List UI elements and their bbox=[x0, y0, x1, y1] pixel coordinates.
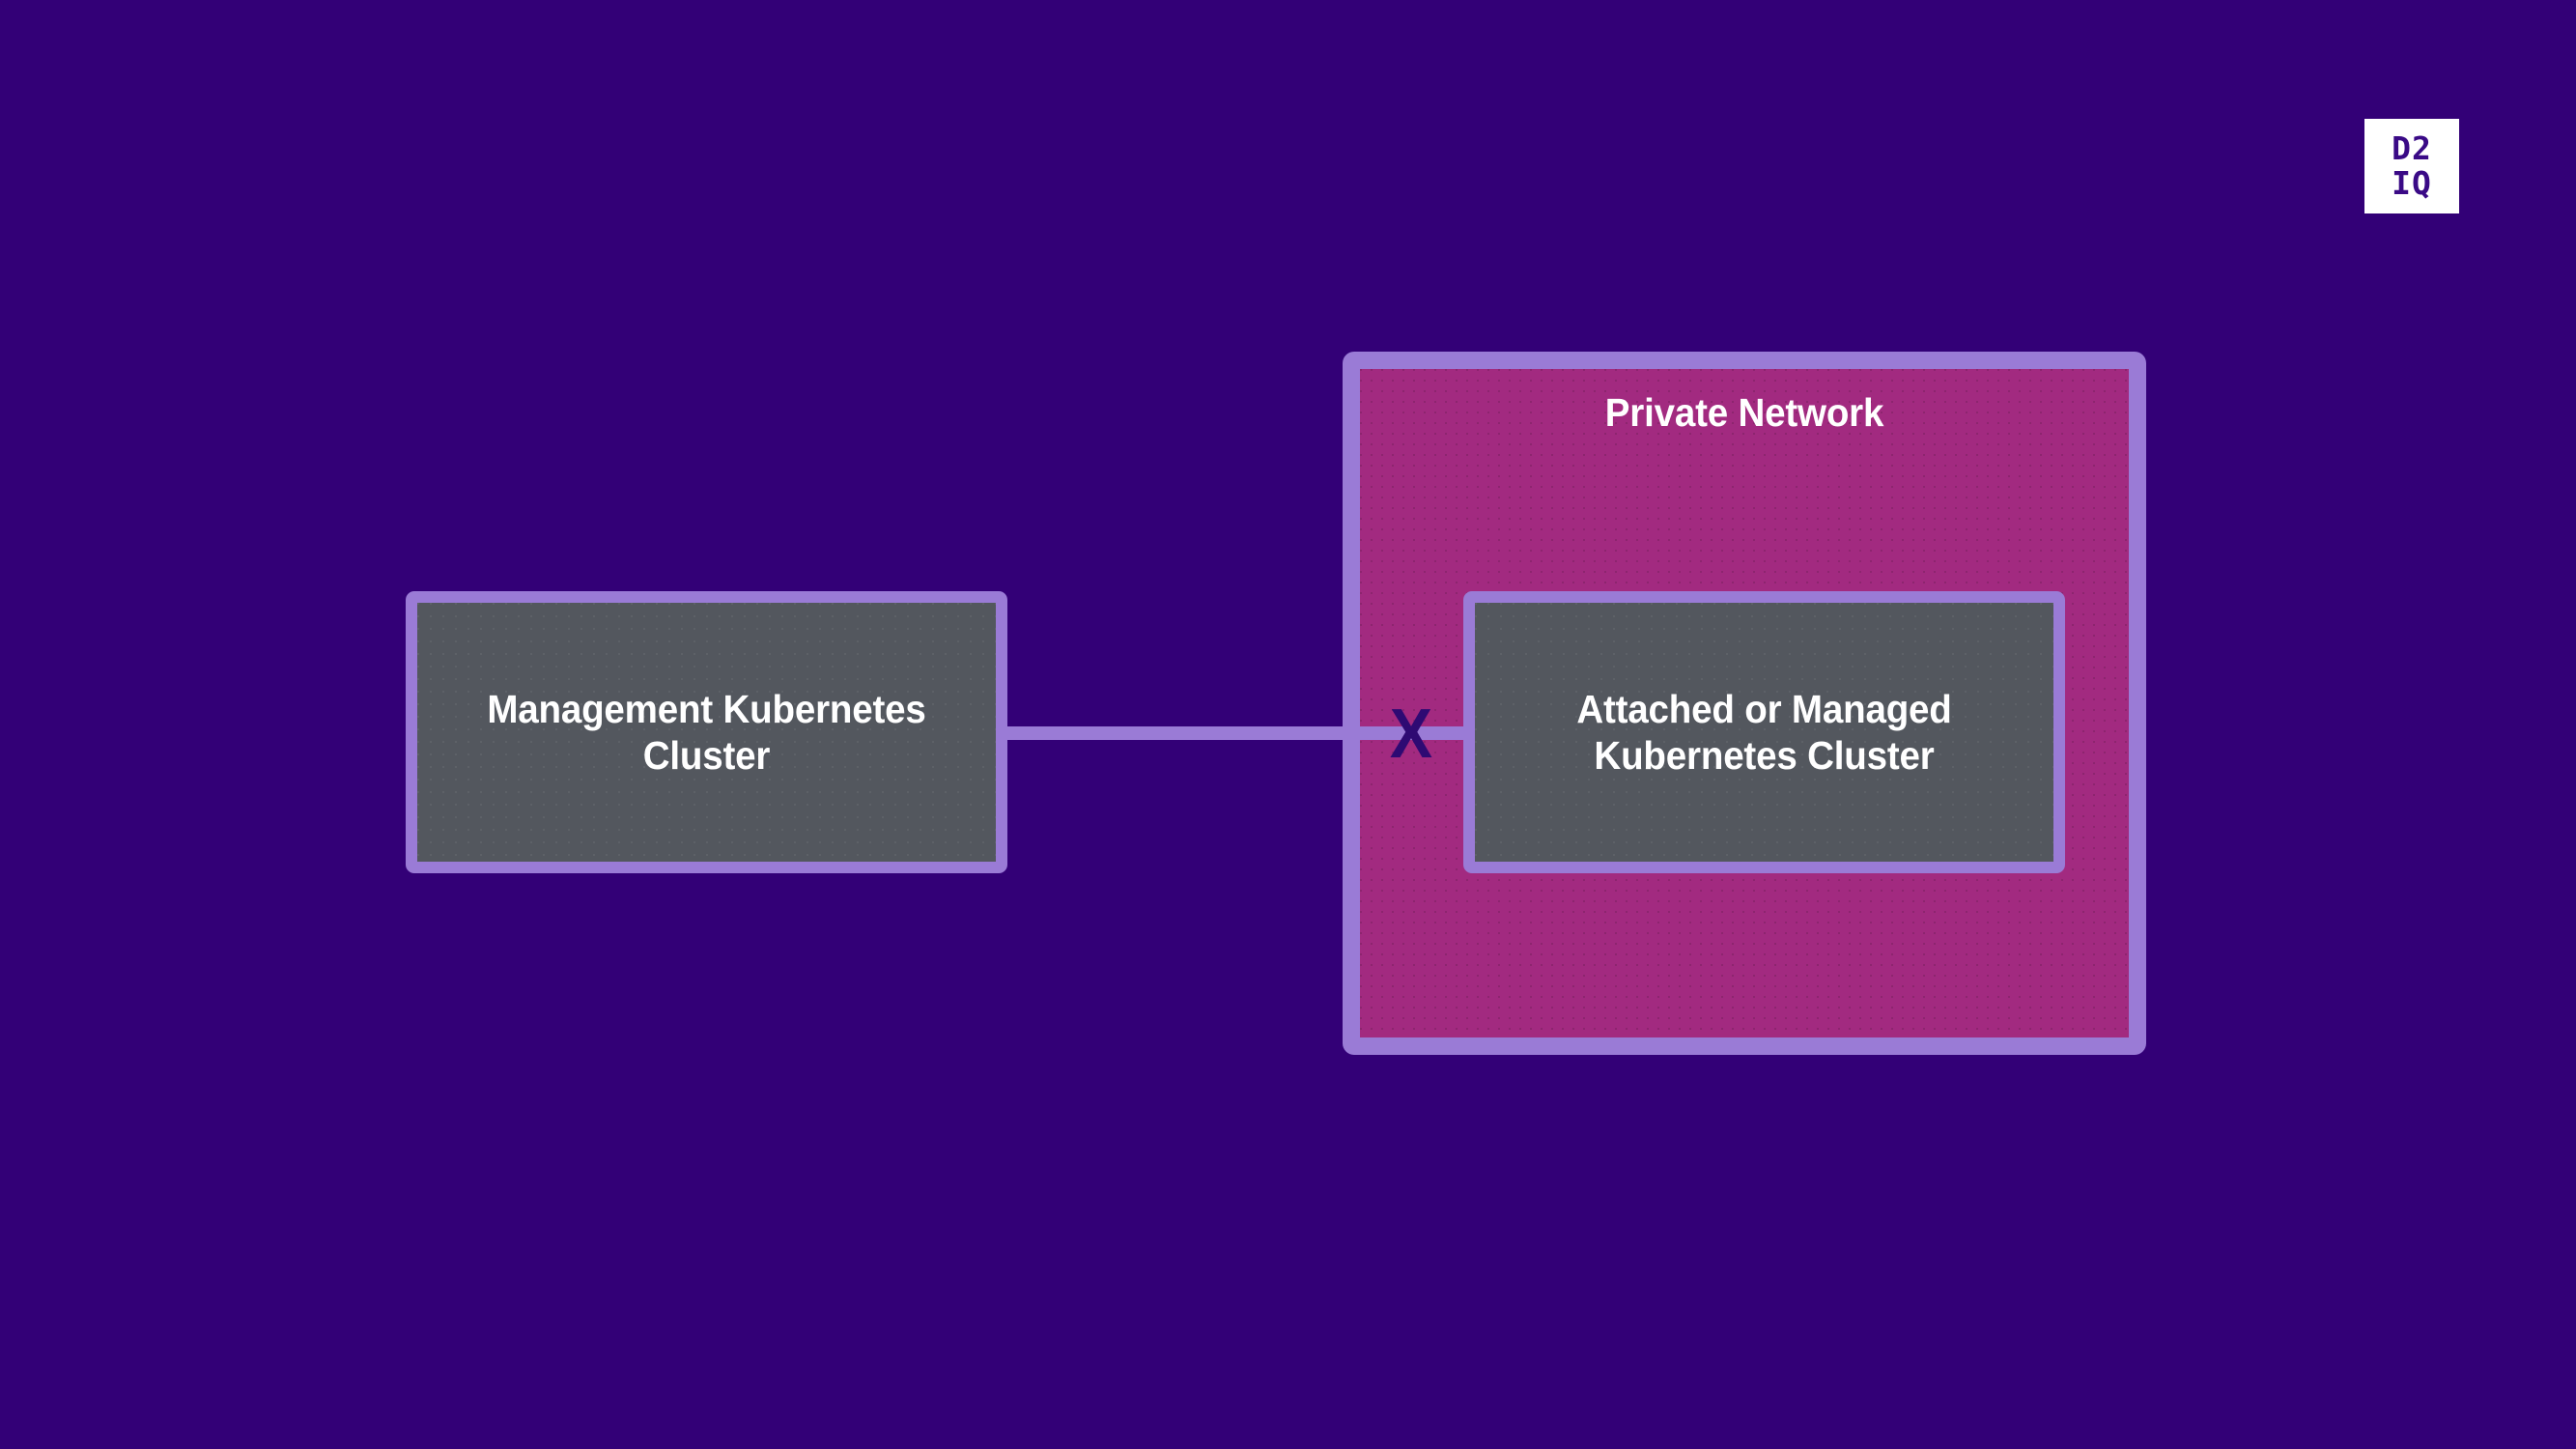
connector-line-mgmt-to-attached bbox=[1007, 726, 1475, 740]
d2iq-logo: D2 IQ bbox=[2364, 119, 2459, 213]
private-network-title: Private Network bbox=[1604, 390, 1884, 435]
attached-kubernetes-cluster-node: Attached or Managed Kubernetes Cluster bbox=[1463, 591, 2065, 873]
blocked-connection-x-icon: X bbox=[1389, 696, 1433, 773]
attached-cluster-label: Attached or Managed Kubernetes Cluster bbox=[1576, 686, 1952, 778]
management-kubernetes-cluster-node: Management Kubernetes Cluster bbox=[406, 591, 1007, 873]
d2iq-logo-text: D2 IQ bbox=[2392, 129, 2432, 202]
management-cluster-label: Management Kubernetes Cluster bbox=[487, 686, 926, 778]
